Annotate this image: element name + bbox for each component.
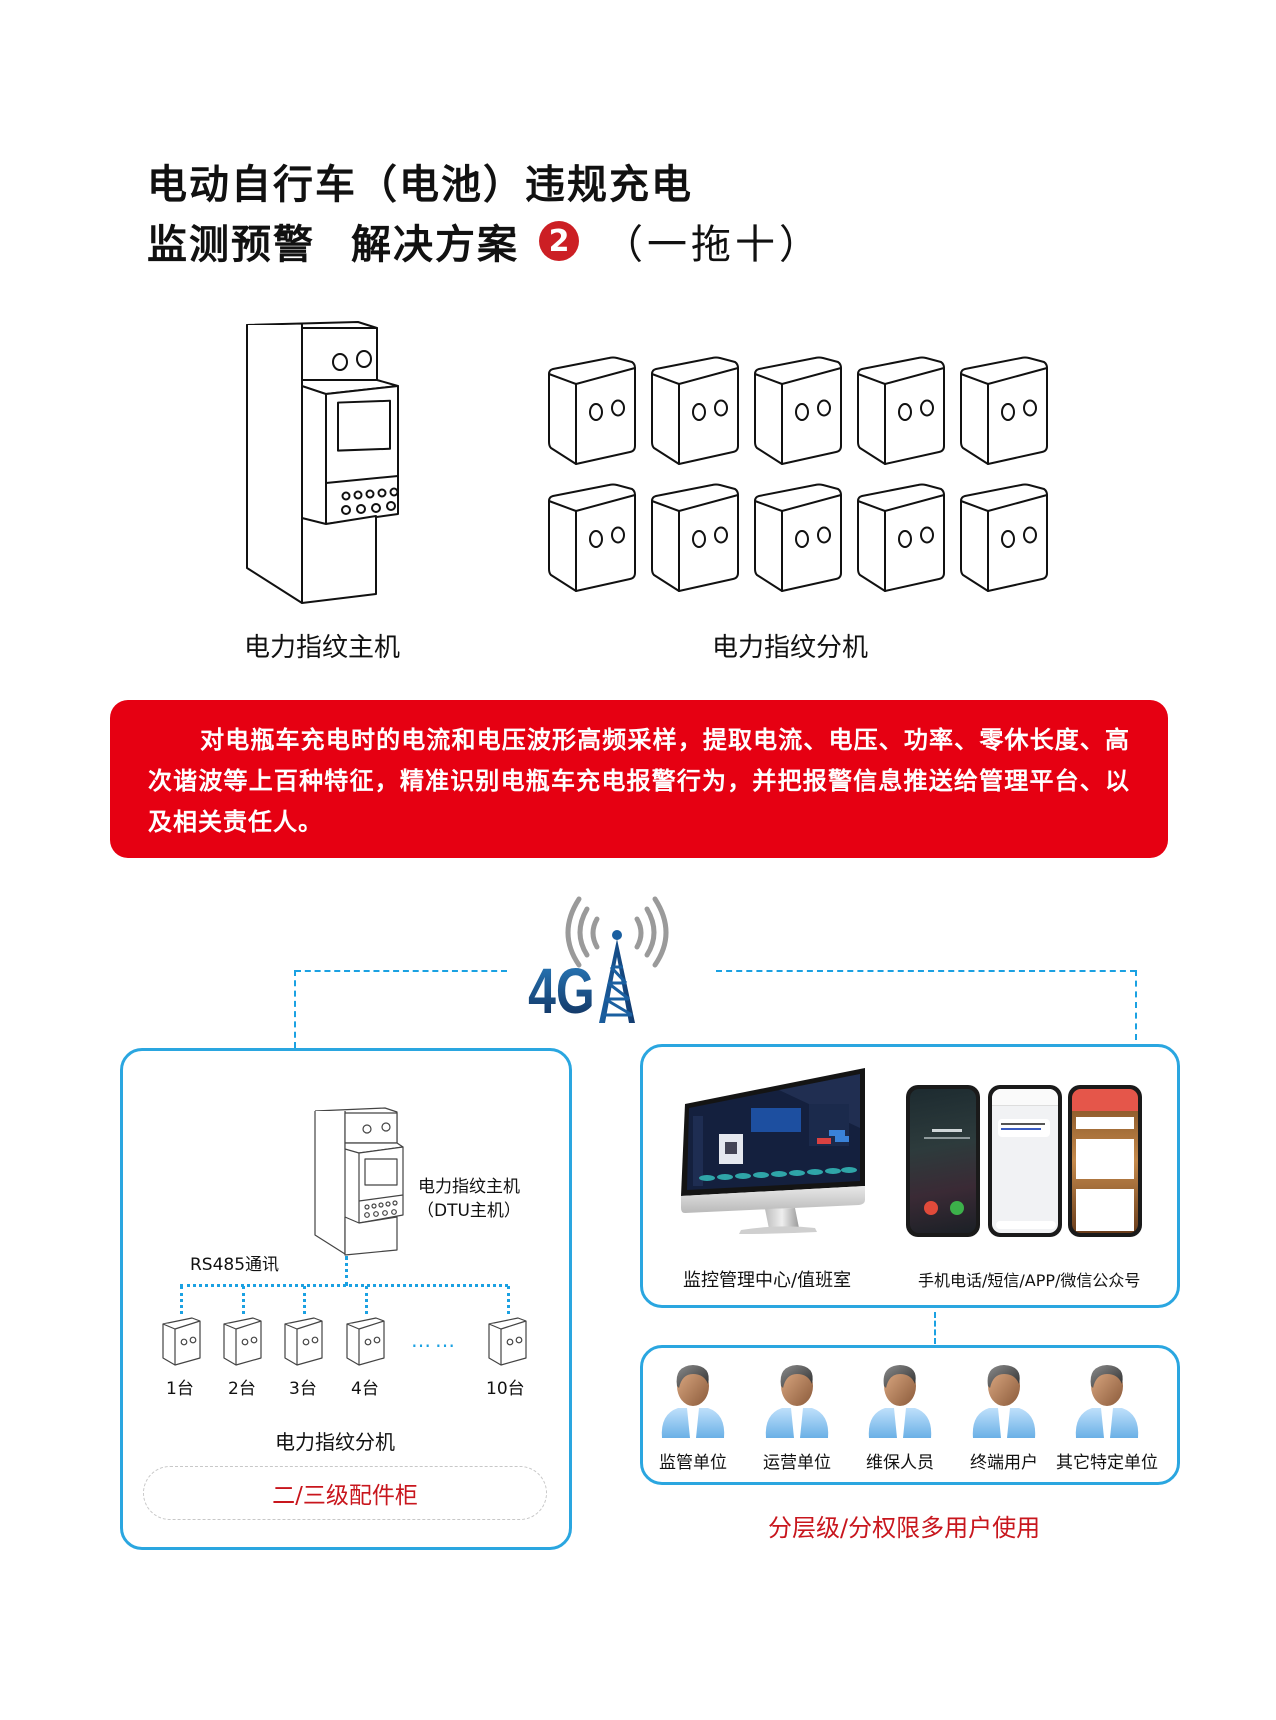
bus-drop-1 [180,1286,183,1314]
user-role-label: 维保人员 [866,1453,934,1473]
mobile-channels-label: 手机电话/短信/APP/微信公众号 [918,1271,1141,1290]
description-text: 对电瓶车充电时的电流和电压波形高频采样，提取电流、电压、功率、零休长度、高次谐波… [148,726,1130,836]
sub-unit-6 [548,483,636,592]
unit-label-4: 4台 [351,1379,379,1399]
phone-call-screen [906,1085,980,1237]
sub-unit-caption: 电力指纹分机 [275,1430,395,1454]
host-label: 电力指纹主机 [244,633,401,663]
phone-app-screen [1068,1085,1142,1237]
connector-left-horizontal [295,970,507,972]
user-role-end-user: 终端用户 [944,1362,1064,1473]
dtu-host-illustration [314,1107,404,1256]
sub-unit-label: 电力指纹分机 [712,633,869,663]
person-icon [1072,1362,1142,1438]
svg-text:4G: 4G [528,956,595,1025]
user-role-maintenance: 维保人员 [840,1362,960,1473]
unit-label-2: 2台 [228,1379,256,1399]
multi-user-caption: 分层级/分权限多用户使用 [768,1514,1041,1542]
connector-left-vertical [294,970,296,1048]
person-icon [762,1362,832,1438]
bus-drop-host [345,1256,348,1286]
person-icon [865,1362,935,1438]
user-role-label: 运营单位 [763,1453,831,1473]
sub-unit-2 [651,356,739,465]
sub-unit-3 [754,356,842,465]
sub-unit-row [162,1317,527,1366]
sub-unit-1 [548,356,636,465]
unit-label-10: 10台 [486,1379,525,1399]
bus-drop-3 [303,1286,306,1314]
user-role-label: 终端用户 [970,1453,1038,1473]
sub-unit-4 [857,356,945,465]
sub-unit-grid [547,350,1052,596]
title-part-solution: 解决方案 [351,222,519,268]
person-icon [969,1362,1039,1438]
connector-platform-users [934,1312,936,1344]
dtu-host-label-line2: （DTU主机） [417,1201,521,1221]
user-role-label: 监管单位 [659,1453,727,1473]
bus-drop-2 [242,1286,245,1314]
rs485-label: RS485通讯 [190,1255,280,1275]
sub-unit-7 [651,483,739,592]
user-role-operator: 运营单位 [737,1362,857,1473]
solution-number-badge: 2 [539,221,579,261]
cabinet-label: 二/三级配件柜 [272,1483,418,1509]
sub-unit-8 [754,483,842,592]
person-icon [658,1362,728,1438]
decline-call-icon [924,1201,938,1215]
bus-drop-4 [365,1286,368,1314]
bus-drop-10 [507,1286,510,1314]
title-line-2: 监测预警 解决方案 2 （一拖十） [147,212,823,270]
description-box: 对电瓶车充电时的电流和电压波形高频采样，提取电流、电压、功率、零休长度、高次谐波… [110,700,1168,858]
connector-right-vertical [1135,970,1137,1040]
connector-right-horizontal [716,970,1136,972]
sub-unit-5 [960,356,1048,465]
user-role-label: 其它特定单位 [1056,1453,1158,1473]
unit-label-1: 1台 [166,1379,194,1399]
user-role-regulator: 监管单位 [633,1362,753,1473]
monitor-illustration [679,1068,879,1243]
host-device-illustration [246,321,399,604]
user-role-other: 其它特定单位 [1047,1362,1167,1473]
dtu-host-label-line1: 电力指纹主机 [418,1177,520,1197]
monitor-center-label: 监控管理中心/值班室 [683,1270,852,1291]
phone-sms-screen [988,1085,1062,1237]
rs485-bus-line [180,1284,508,1287]
cell-tower-icon: 4G [528,896,669,1025]
accept-call-icon [950,1201,964,1215]
title-part-monitoring: 监测预警 [147,222,315,268]
cabinet-pill: 二/三级配件柜 [143,1466,547,1520]
title-line-1: 电动自行车（电池）违规充电 [147,162,693,208]
title-suffix: （一拖十） [603,222,823,268]
sub-unit-10 [960,483,1048,592]
sub-unit-9 [857,483,945,592]
unit-label-3: 3台 [289,1379,317,1399]
unit-ellipsis: …… [411,1328,459,1352]
